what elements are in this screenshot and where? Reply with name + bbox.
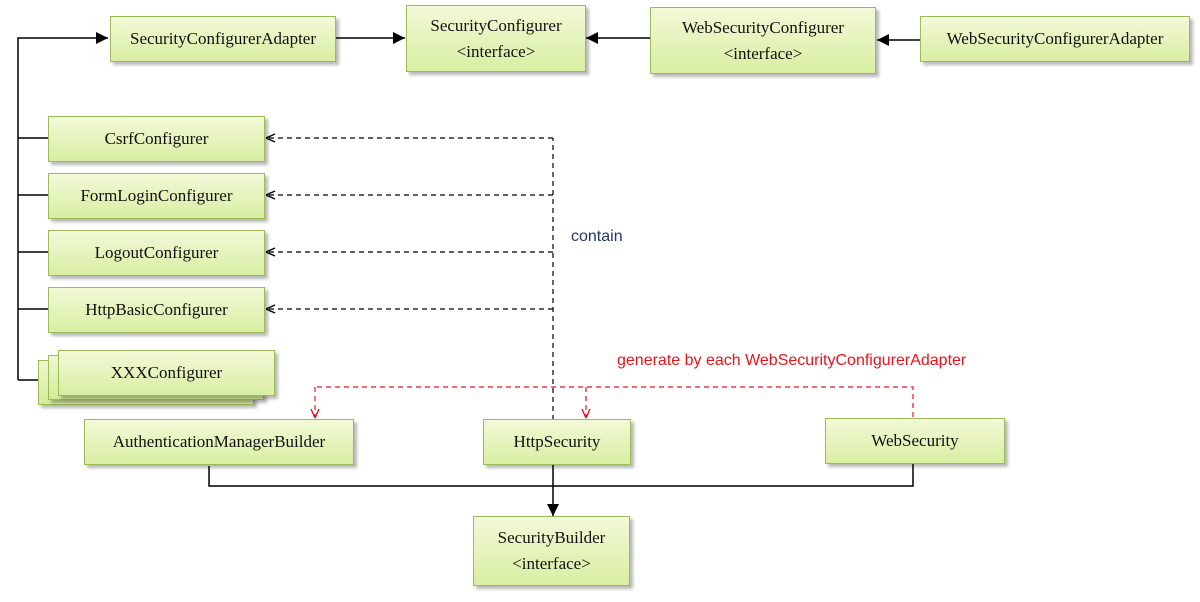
- contain-label: contain: [571, 228, 623, 245]
- node-label: HttpBasicConfigurer: [85, 300, 228, 319]
- security-configurer-adapter-node: SecurityConfigurerAdapter: [110, 16, 336, 62]
- web-security-configurer-node: WebSecurityConfigurer <interface>: [650, 7, 876, 74]
- node-label: LogoutConfigurer: [94, 243, 219, 262]
- node-label: SecurityConfigurer: [430, 15, 562, 35]
- node-stereotype: <interface>: [723, 43, 803, 63]
- web-security-configurer-adapter-node: WebSecurityConfigurerAdapter: [920, 16, 1190, 62]
- xxx-configurer-node: XXXConfigurer: [58, 350, 275, 396]
- node-label: XXXConfigurer: [110, 363, 223, 382]
- http-security-node: HttpSecurity: [483, 419, 631, 465]
- node-label: HttpSecurity: [513, 432, 601, 451]
- node-label: SecurityConfigurerAdapter: [130, 29, 316, 48]
- web-security-node: WebSecurity: [825, 418, 1005, 464]
- node-label: WebSecurityConfigurerAdapter: [946, 29, 1164, 48]
- node-stereotype: <interface>: [456, 41, 536, 61]
- node-label: WebSecurityConfigurer: [682, 17, 844, 37]
- node-label: SecurityBuilder: [497, 528, 606, 547]
- csrf-configurer-node: CsrfConfigurer: [48, 116, 265, 162]
- http-basic-configurer-node: HttpBasicConfigurer: [48, 287, 265, 333]
- security-configurer-node: SecurityConfigurer <interface>: [406, 5, 586, 72]
- node-label: FormLoginConfigurer: [80, 186, 233, 205]
- generate-label: generate by each WebSecurityConfigurerAd…: [617, 352, 967, 369]
- security-builder-node: SecurityBuilder <interface>: [473, 516, 630, 586]
- node-label: AuthenticationManagerBuilder: [112, 432, 326, 451]
- generate-line: [315, 386, 914, 417]
- node-label: WebSecurity: [871, 431, 959, 450]
- logout-configurer-node: LogoutConfigurer: [48, 230, 265, 276]
- configurers-extend-adapter-line: [17, 32, 108, 380]
- authentication-manager-builder-node: AuthenticationManagerBuilder: [84, 419, 354, 465]
- node-label: CsrfConfigurer: [104, 129, 209, 148]
- form-login-configurer-node: FormLoginConfigurer: [48, 173, 265, 219]
- authmanager-to-builder-line: [208, 466, 553, 487]
- node-stereotype: <interface>: [512, 554, 591, 573]
- websecurity-to-builder-line: [553, 464, 914, 487]
